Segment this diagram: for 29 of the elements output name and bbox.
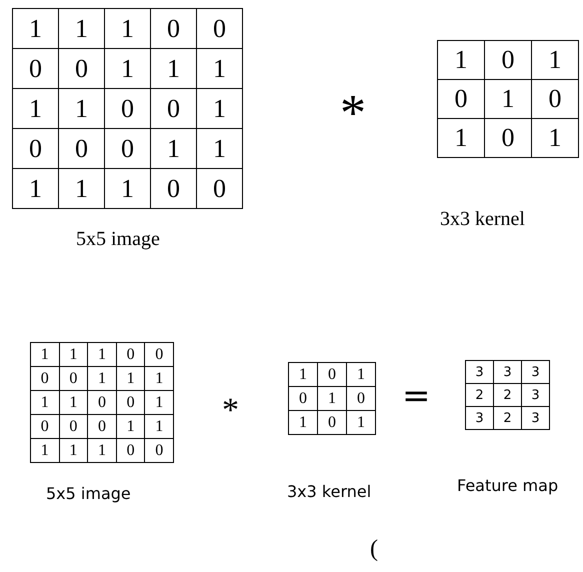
matrix-cell: 1: [531, 118, 579, 158]
matrix-cell: 1: [288, 410, 318, 435]
matrix-cell: 0: [196, 168, 243, 209]
matrix-cell: 1: [531, 40, 579, 80]
matrix-cell: 1: [346, 362, 376, 387]
matrix-cell: 0: [144, 438, 174, 463]
operator-symbol: *: [222, 392, 239, 430]
parenthesis: (: [370, 536, 378, 563]
caption: 5x5 image: [76, 228, 160, 251]
caption: 3x3 kernel: [287, 482, 372, 501]
matrix-cell: 1: [437, 40, 485, 80]
caption: Feature map: [457, 476, 558, 495]
matrix-cell: 3: [521, 360, 550, 384]
matrix-cell: 0: [196, 8, 243, 49]
matrix-cell: 1: [12, 168, 59, 209]
matrix-cell: 3: [521, 406, 550, 430]
operator-symbol: *: [340, 84, 366, 143]
operator-symbol: =: [402, 376, 430, 416]
caption: 3x3 kernel: [440, 208, 525, 231]
matrix-cell: 1: [30, 342, 60, 367]
matrix-cell: 3: [465, 406, 494, 430]
matrix-cell: 3: [465, 360, 494, 384]
matrix-cell: 0: [144, 342, 174, 367]
matrix-cell: 1: [12, 8, 59, 49]
matrix-cell: 1: [30, 438, 60, 463]
matrix-cell: 1: [346, 410, 376, 435]
matrix-cell: 1: [437, 118, 485, 158]
caption: 5x5 image: [46, 484, 131, 503]
matrix-cell: 1: [288, 362, 318, 387]
